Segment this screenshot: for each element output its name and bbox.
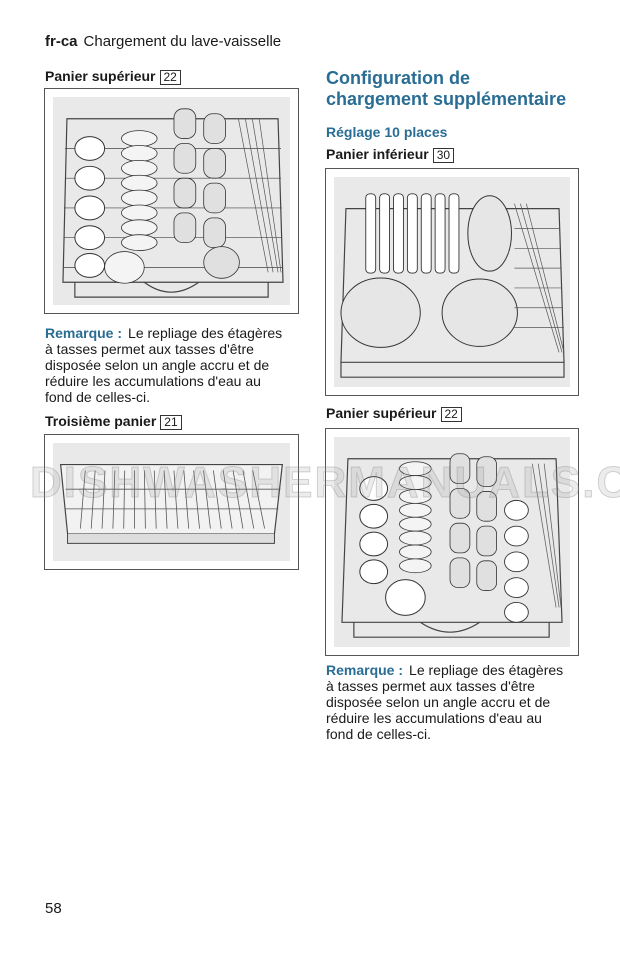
lower-basket-illustration: [340, 193, 565, 378]
figure-lower-basket: [325, 168, 579, 396]
figure-ref: 22: [159, 70, 181, 85]
page-header: fr-ca Chargement du lave-vaisselle: [45, 33, 281, 50]
page-number: 58: [45, 900, 62, 917]
figure-ref: 21: [160, 415, 182, 430]
figure-upper-basket-left: [44, 88, 299, 314]
watermark: DISHWASHERMANUALS.COM: [29, 458, 620, 508]
header-title: Chargement du lave-vaisselle: [83, 33, 282, 50]
figure-upper-basket-right: [325, 428, 579, 656]
setting-subheading: Réglage 10 places: [326, 124, 448, 140]
third-basket-illustration: [60, 463, 284, 544]
section-title: Configuration de chargement supplémentai…: [326, 68, 567, 109]
note-right: Remarque :Le repliage des étagères à tas…: [326, 662, 564, 742]
figure-third-basket: [44, 434, 299, 570]
note-label: Remarque :: [326, 662, 404, 678]
upper-basket-illustration-right: [341, 453, 563, 638]
upper-basket-illustration: [62, 108, 284, 298]
figure-ref: 22: [440, 407, 462, 422]
note-label: Remarque :: [45, 325, 123, 341]
header-lang: fr-ca: [45, 33, 78, 50]
figure-ref: 30: [432, 148, 455, 163]
note-left: Remarque :Le repliage des étagères à tas…: [45, 325, 283, 405]
